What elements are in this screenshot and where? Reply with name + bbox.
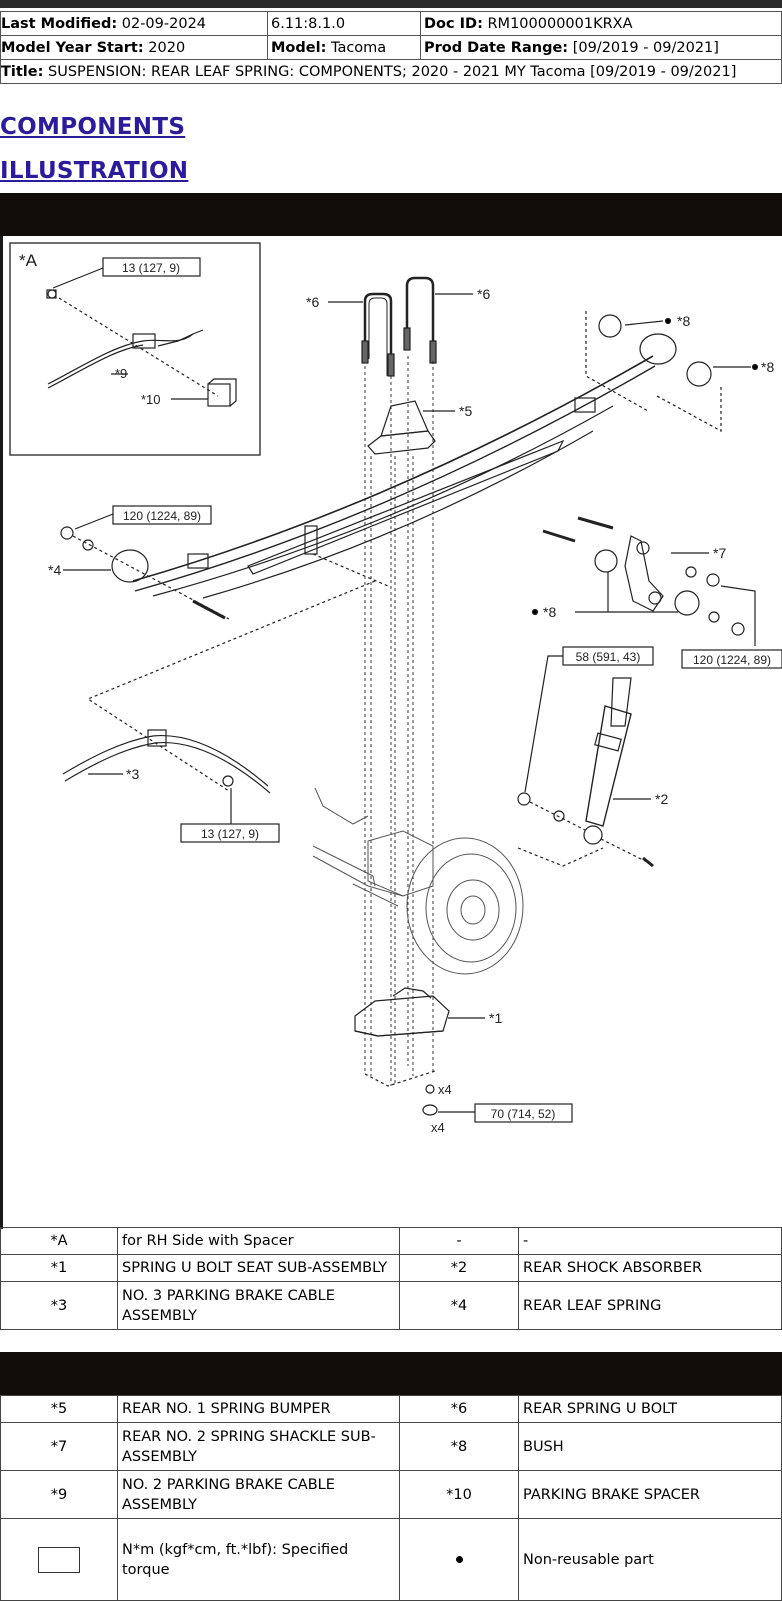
legend-part-name: BUSH: [518, 1422, 782, 1471]
legend-code: *9: [0, 1470, 118, 1519]
torque-box-shackle: [681, 649, 782, 669]
exploded-view-illustration: *A 13 (127, 9) *9 *10 *6 *6 *5: [0, 236, 782, 1229]
svg-text:x4: x4: [431, 1120, 445, 1135]
torque-box-ubolt-nut: [474, 1103, 573, 1123]
legend-part-name: for RH Side with Spacer: [117, 1227, 400, 1255]
legend-code: *8: [399, 1422, 519, 1471]
svg-text:*4: *4: [48, 562, 61, 578]
top-border: [0, 0, 782, 8]
svg-text:*8: *8: [677, 313, 690, 329]
u-bolt-seat: [354, 987, 450, 1037]
torque-symbol-desc: N*m (kgf*cm, ft.*lbf): Specified torque: [117, 1518, 400, 1601]
legend-part-name: SPRING U BOLT SEAT SUB-ASSEMBLY: [117, 1254, 400, 1282]
legend-part-name: NO. 2 PARKING BRAKE CABLE ASSEMBLY: [117, 1470, 400, 1519]
model-year-start: Model Year Start: 2020: [0, 35, 268, 60]
svg-text:x4: x4: [438, 1082, 452, 1097]
svg-text:*1: *1: [489, 1010, 502, 1026]
legend-code: *4: [399, 1281, 519, 1330]
svg-text:*6: *6: [477, 286, 490, 302]
legend-code: -: [399, 1227, 519, 1255]
spring-shackle: [542, 516, 745, 636]
legend-code: *7: [0, 1422, 118, 1471]
svg-text:120 (1224, 89): 120 (1224, 89): [693, 653, 771, 667]
torque-box-front-eye: [112, 505, 212, 525]
legend-part-name: NO. 3 PARKING BRAKE CABLE ASSEMBLY: [117, 1281, 400, 1330]
doc-id: Doc ID: RM100000001KRXA: [420, 11, 782, 36]
torque-symbol: [0, 1518, 118, 1601]
legend-code: *6: [399, 1395, 519, 1423]
legend-code: *3: [0, 1281, 118, 1330]
svg-text:*8: *8: [761, 359, 774, 375]
last-modified: Last Modified: 02-09-2024: [0, 11, 268, 36]
nonreusable-symbol-desc: Non-reusable part: [518, 1518, 782, 1601]
svg-text:13 (127, 9): 13 (127, 9): [122, 261, 180, 275]
parking-brake-cable: [62, 729, 271, 794]
prod-date-range: Prod Date Range: [09/2019 - 09/2021]: [420, 35, 782, 60]
legend-part-name: REAR NO. 1 SPRING BUMPER: [117, 1395, 400, 1423]
inset-frame: [9, 242, 261, 456]
inset-parts: [46, 289, 237, 407]
svg-text:*8: *8: [543, 604, 556, 620]
svg-text:*7: *7: [713, 545, 726, 561]
legend-code: *10: [399, 1470, 519, 1519]
legend-code: *2: [399, 1254, 519, 1282]
axle-housing: [312, 787, 524, 975]
section-header-bar: [0, 193, 782, 236]
legend-part-name: PARKING BRAKE SPACER: [518, 1470, 782, 1519]
svg-text:*9: *9: [115, 366, 127, 381]
leaf-spring: [111, 333, 677, 599]
svg-text:*10: *10: [141, 392, 161, 407]
nonreusable-symbol: [399, 1518, 519, 1601]
legend-part-name: REAR SPRING U BOLT: [518, 1395, 782, 1423]
inset-label: *A: [19, 251, 38, 270]
version: 6.11:8.1.0: [267, 11, 421, 36]
document-title: Title: SUSPENSION: REAR LEAF SPRING: COM…: [0, 59, 782, 84]
legend-code: *A: [0, 1227, 118, 1255]
model: Model: Tacoma: [267, 35, 421, 60]
legend-part-name: REAR NO. 2 SPRING SHACKLE SUB-ASSEMBLY: [117, 1422, 400, 1471]
svg-text:*5: *5: [459, 403, 472, 419]
torque-box-cable: [180, 823, 280, 843]
legend-code: *5: [0, 1395, 118, 1423]
symbol-row: N*m (kgf*cm, ft.*lbf): Specified torque …: [0, 1518, 782, 1601]
svg-text:70 (714, 52): 70 (714, 52): [491, 1107, 556, 1121]
svg-text:58 (591, 43): 58 (591, 43): [576, 650, 641, 664]
svg-text:*6: *6: [306, 294, 319, 310]
svg-text:*3: *3: [126, 766, 139, 782]
legend-part-name: REAR LEAF SPRING: [518, 1281, 782, 1330]
document-metadata: Last Modified: 02-09-2024 6.11:8.1.0 Doc…: [0, 11, 782, 84]
legend-part-name: -: [518, 1227, 782, 1255]
illustration-link[interactable]: ILLUSTRATION: [0, 158, 189, 184]
svg-text:*2: *2: [655, 791, 668, 807]
torque-box-inset: [102, 257, 201, 277]
svg-text:120 (1224, 89): 120 (1224, 89): [123, 509, 201, 523]
legend-code: *1: [0, 1254, 118, 1282]
svg-text:13 (127, 9): 13 (127, 9): [201, 827, 259, 841]
section-header-bar-2: [0, 1352, 782, 1395]
u-bolts: [361, 276, 437, 377]
components-link[interactable]: COMPONENTS: [0, 114, 186, 140]
legend-part-name: REAR SHOCK ABSORBER: [518, 1254, 782, 1282]
shock-absorber: [583, 677, 654, 868]
spring-bumper: [367, 400, 436, 455]
torque-box-shock: [562, 646, 654, 666]
